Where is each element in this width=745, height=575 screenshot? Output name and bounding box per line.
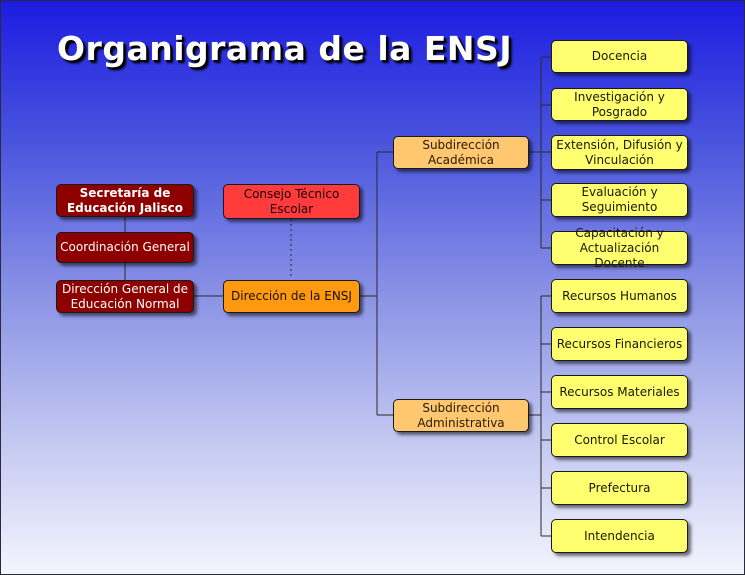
box-area-capacitacion-actualizacion: Capacitación y Actualización Docente bbox=[551, 226, 688, 270]
box-area-evaluacion-seguimiento: Evaluación y Seguimiento bbox=[551, 183, 688, 217]
box-label: Dirección de la ENSJ bbox=[231, 289, 352, 303]
box-area-recursos-financieros: Recursos Financieros bbox=[551, 327, 688, 361]
box-label: Prefectura bbox=[588, 480, 651, 495]
box-secretaria-educacion-jalisco: Secretaría de Educación Jalisco bbox=[56, 184, 194, 217]
box-label: Recursos Humanos bbox=[562, 288, 677, 303]
box-label: Subdirección Académica bbox=[422, 137, 500, 167]
box-label: Control Escolar bbox=[574, 432, 665, 447]
box-label: Extensión, Difusión y Vinculación bbox=[556, 137, 683, 167]
box-label: Investigación y Posgrado bbox=[574, 89, 665, 119]
box-label: Intendencia bbox=[584, 528, 655, 543]
box-label: Consejo Técnico Escolar bbox=[243, 186, 340, 216]
box-label: Recursos Financieros bbox=[556, 336, 683, 351]
box-area-recursos-humanos: Recursos Humanos bbox=[551, 279, 688, 313]
box-area-intendencia: Intendencia bbox=[551, 519, 688, 553]
box-label: Subdirección Administrativa bbox=[417, 400, 505, 430]
box-label: Secretaría de Educación Jalisco bbox=[66, 185, 184, 215]
box-consejo-tecnico-escolar: Consejo Técnico Escolar bbox=[223, 184, 360, 219]
box-area-docencia: Docencia bbox=[551, 40, 688, 73]
box-area-control-escolar: Control Escolar bbox=[551, 423, 688, 457]
box-label: Dirección General de Educación Normal bbox=[61, 281, 189, 311]
box-area-prefectura: Prefectura bbox=[551, 471, 688, 505]
box-area-extension-difusion-vinculacion: Extensión, Difusión y Vinculación bbox=[551, 135, 688, 170]
box-label: Recursos Materiales bbox=[559, 384, 680, 399]
box-direccion-ensj: Dirección de la ENSJ bbox=[223, 280, 360, 313]
box-subdireccion-administrativa: Subdirección Administrativa bbox=[393, 399, 529, 432]
box-label: Coordinación General bbox=[60, 240, 190, 254]
box-label: Evaluación y Seguimiento bbox=[581, 185, 658, 214]
box-subdireccion-academica: Subdirección Académica bbox=[393, 136, 529, 169]
box-label: Docencia bbox=[591, 49, 648, 63]
box-area-investigacion-posgrado: Investigación y Posgrado bbox=[551, 88, 688, 121]
box-direccion-general-educacion-normal: Dirección General de Educación Normal bbox=[56, 280, 194, 313]
box-area-recursos-materiales: Recursos Materiales bbox=[551, 375, 688, 409]
box-label: Capacitación y Actualización Docente bbox=[575, 225, 664, 270]
chart-title: Organigrama de la ENSJ bbox=[57, 29, 513, 68]
box-coordinacion-general: Coordinación General bbox=[56, 232, 194, 263]
